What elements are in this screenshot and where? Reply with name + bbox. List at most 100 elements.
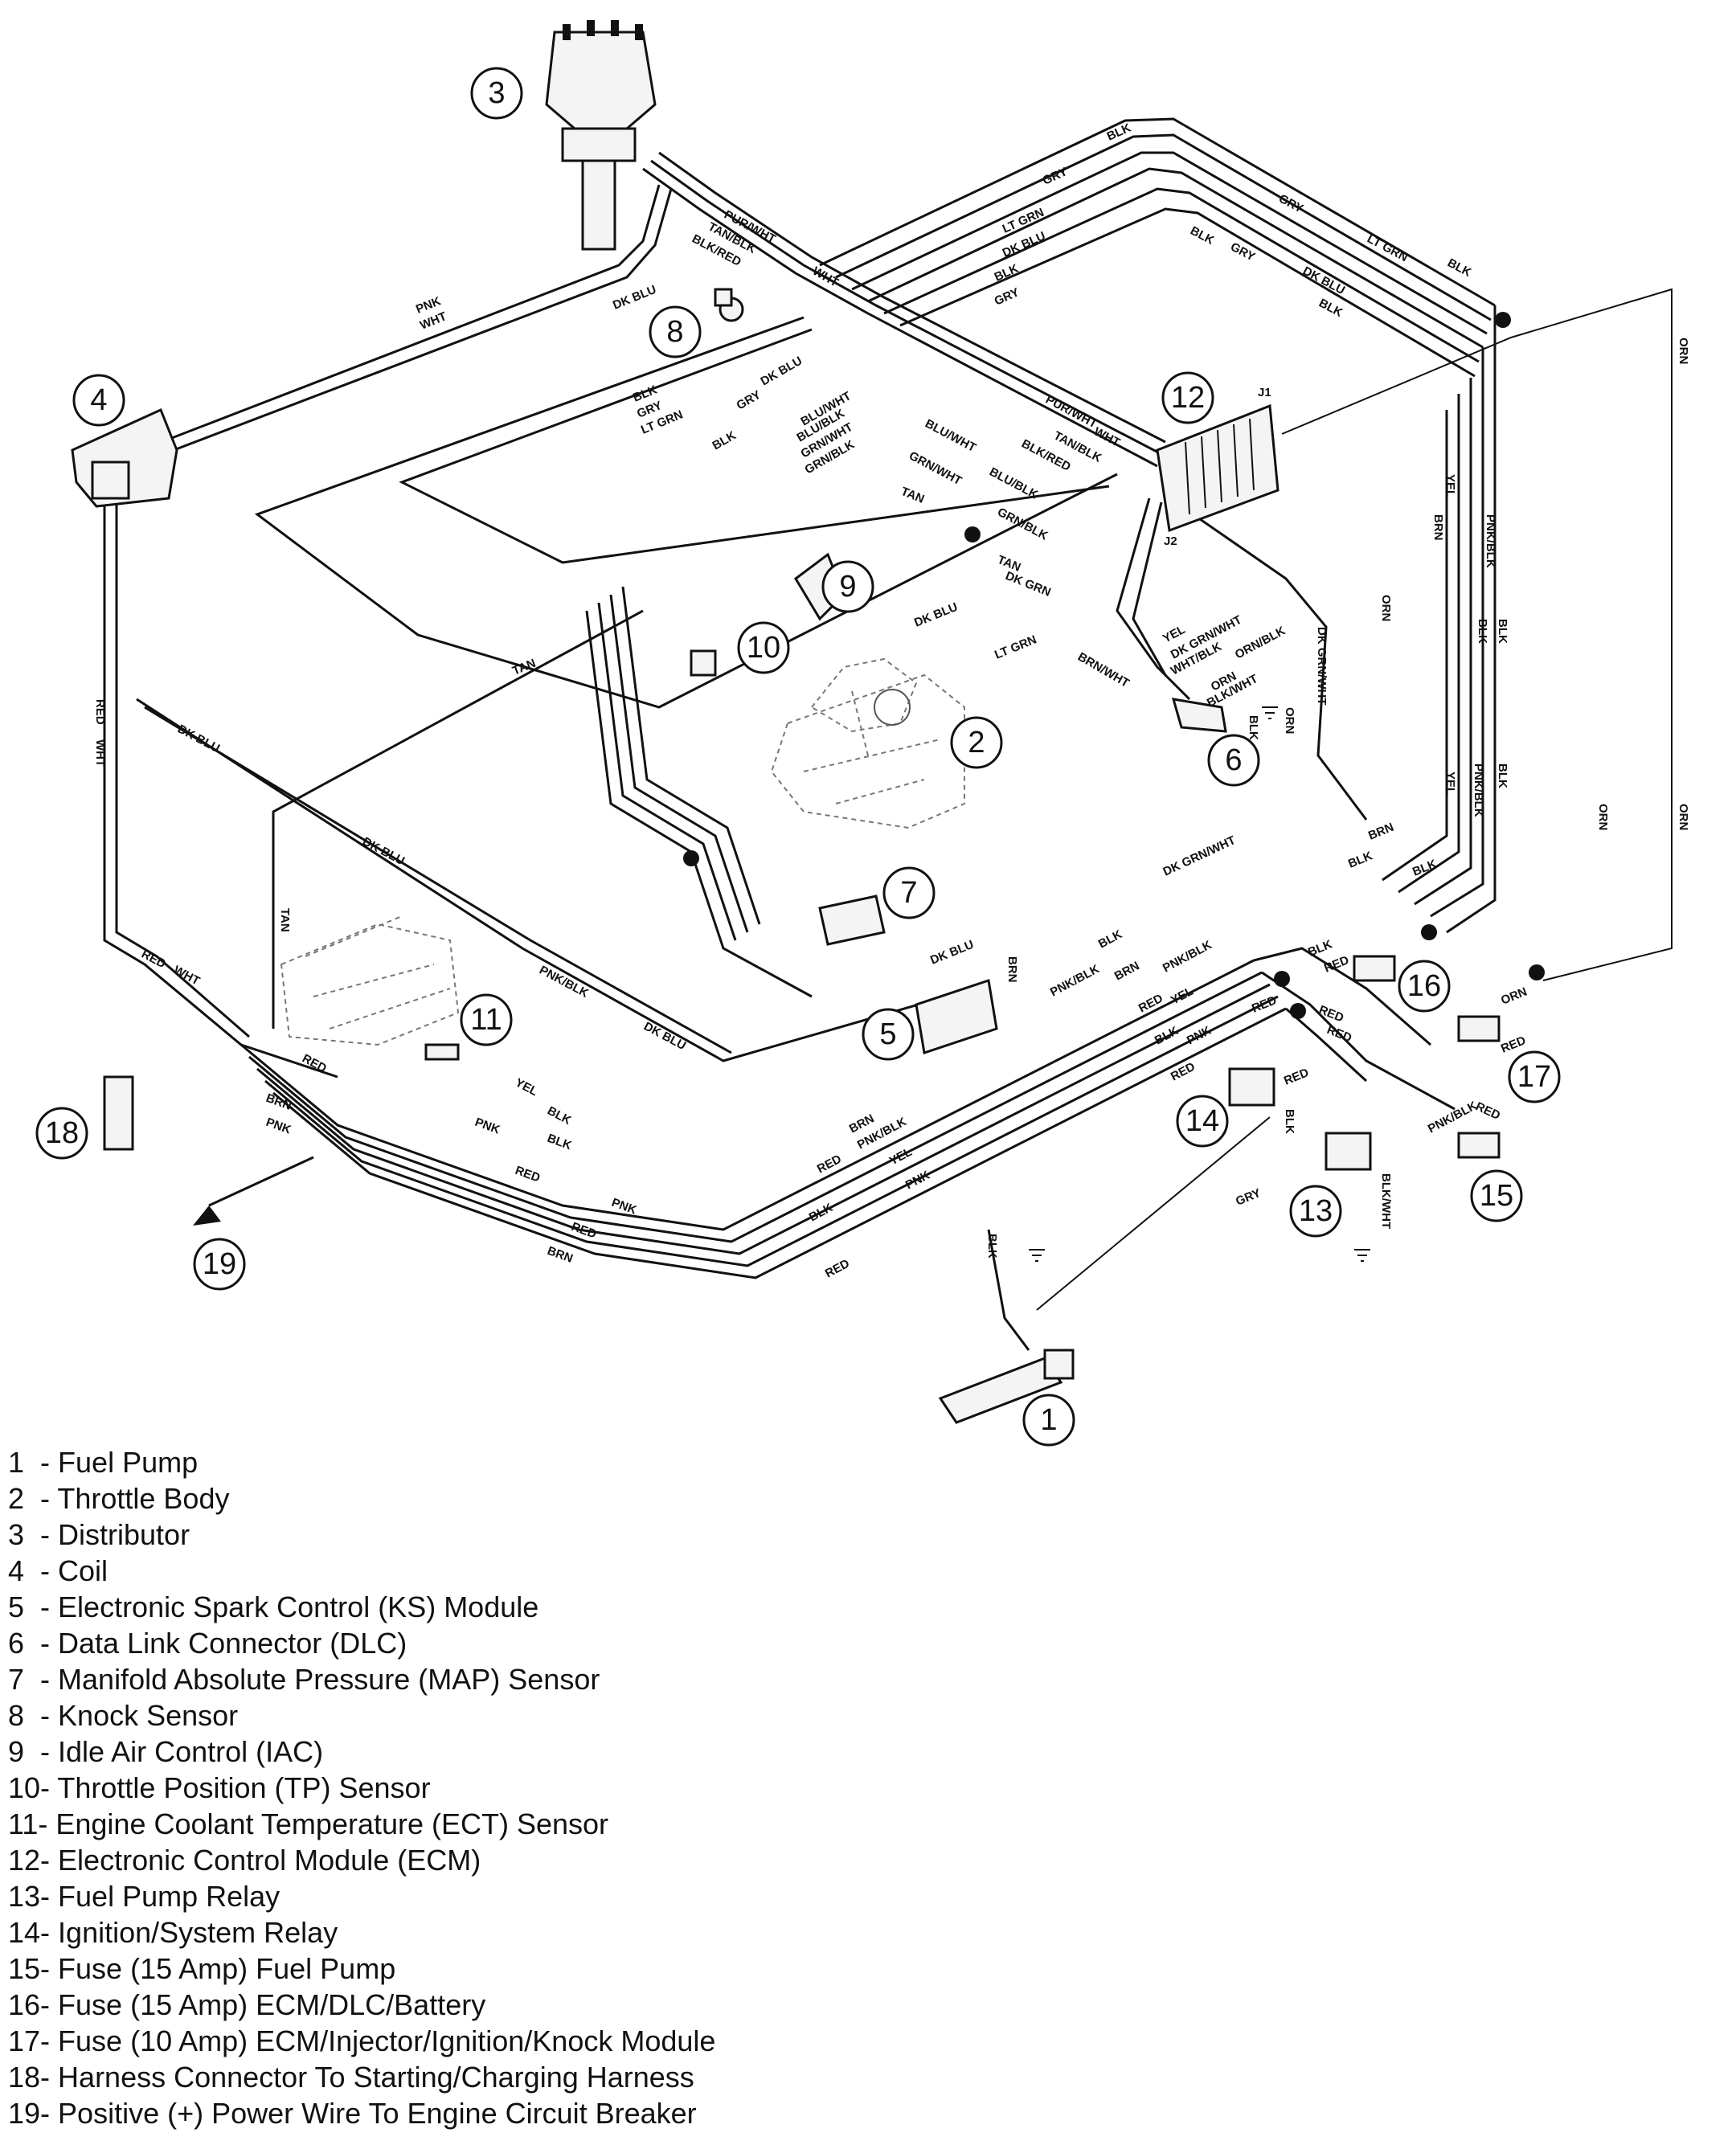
legend-item-8: 8 - Knock Sensor	[8, 1699, 239, 1732]
wire-label-red-14: RED	[1282, 1066, 1311, 1088]
callout-2: 2	[950, 716, 1003, 769]
wire-label-blk-16: BLK	[1283, 1109, 1296, 1134]
wire-label-red-15: RED	[1473, 1099, 1502, 1123]
wire-label-red-16: RED	[1499, 1034, 1528, 1056]
wire-label-dk-grn: DK GRN	[1004, 569, 1053, 600]
wire-label-gry: GRY	[1041, 165, 1070, 188]
svg-text:10: 10	[747, 631, 780, 665]
wire-label-grn-wht-2: GRN/WHT	[907, 449, 964, 489]
callout-8: 8	[649, 305, 702, 358]
legend-item-7: 7 - Manifold Absolute Pressure (MAP) Sen…	[8, 1663, 600, 1696]
svg-text:4: 4	[90, 383, 107, 417]
callout-3: 3	[470, 67, 523, 120]
callout-18: 18	[35, 1107, 88, 1160]
svg-text:14: 14	[1185, 1104, 1219, 1138]
callout-5: 5	[862, 1008, 915, 1061]
legend-item-1: 1 - Fuel Pump	[8, 1446, 199, 1479]
wire-label-orn-5: ORN	[1596, 804, 1610, 830]
wire-label-blk-21: BLK	[1247, 715, 1260, 740]
wire-label-red-11: RED	[1250, 993, 1279, 1016]
wire-label-lt-grn-4: LT GRN	[993, 632, 1038, 661]
wire-label-blk-2: BLK	[993, 262, 1021, 284]
wire-label-blk-3: BLK	[1445, 256, 1473, 280]
svg-text:7: 7	[900, 876, 917, 910]
legend-item-4: 4 - Coil	[8, 1554, 108, 1587]
wire-label-blk-10: BLK	[807, 1201, 835, 1225]
callout-19: 19	[193, 1238, 246, 1291]
tp-sensor-icon	[690, 649, 717, 677]
wire-label-dk-grn-wht: DK GRN/WHT	[1161, 833, 1239, 879]
legend-item-6: 6 - Data Link Connector (DLC)	[8, 1627, 407, 1660]
wire-label-orn: ORN	[1499, 984, 1529, 1007]
legend-item-2: 2 - Throttle Body	[8, 1482, 230, 1515]
wire-label-red-6: RED	[815, 1152, 844, 1177]
ks-module-icon	[915, 979, 998, 1054]
wire-label-blk-4: BLK	[1188, 224, 1216, 248]
wire-label-wht-3: WHT	[1091, 425, 1122, 450]
svg-text:2: 2	[968, 726, 985, 759]
legend-item-3: 3 - Distributor	[8, 1518, 190, 1551]
wire-label-orn-3: ORN	[1283, 707, 1296, 734]
wire-label-dk-blu-7: DK BLU	[360, 835, 407, 869]
fuse-10-icon	[1457, 1015, 1501, 1042]
wire-label-red-10: RED	[1322, 953, 1351, 976]
dlc-icon	[1171, 698, 1227, 733]
wire-label-dk-grn-wht-3: DK GRN/WHT	[1315, 627, 1329, 706]
wire-label-blk-5: BLK	[1316, 297, 1345, 321]
wire-label-red-2: RED	[139, 948, 168, 972]
wire-label-blk-9: BLK	[545, 1104, 573, 1128]
wire-label-gry-7: GRY	[1234, 1186, 1263, 1209]
wire-label-blk-11: BLK	[1096, 927, 1124, 952]
wire-label-blk-12: BLK	[1153, 1024, 1181, 1048]
fuel-pump-icon	[938, 1349, 1075, 1424]
wire-label-red-12: RED	[1317, 1003, 1346, 1025]
wire-label-pur-wht-2: PUR/WHT	[1043, 393, 1099, 432]
coil-icon	[71, 407, 178, 508]
wire-label-blk-13: BLK	[1346, 849, 1374, 870]
svg-text:11: 11	[470, 1003, 502, 1037]
wire-label-orn-blk: ORN/BLK	[1233, 624, 1288, 661]
wire-label-orn-6: ORN	[1677, 338, 1690, 364]
wire-label-dk-blu-4: DK BLU	[759, 354, 805, 388]
callout-14: 14	[1176, 1095, 1229, 1148]
wire-label-red-4: RED	[514, 1164, 542, 1185]
svg-text:17: 17	[1517, 1060, 1551, 1094]
legend-item-16: 16- Fuse (15 Amp) ECM/DLC/Battery	[8, 1988, 486, 2021]
wire-label-blk-17: BLK	[985, 1234, 999, 1259]
legend-item-10: 10- Throttle Position (TP) Sensor	[8, 1771, 431, 1804]
fuel-pump-relay-icon	[1325, 1132, 1372, 1171]
ecm-j1-label: J1	[1258, 386, 1271, 399]
callout-16: 16	[1398, 960, 1451, 1013]
wire-label-blk-8: BLK	[546, 1132, 574, 1153]
wire-bundles	[103, 117, 1673, 1351]
fuse-15-ecm-icon	[1353, 955, 1396, 982]
legend-item-14: 14- Ignition/System Relay	[8, 1916, 338, 1949]
legend-item-13: 13- Fuel Pump Relay	[8, 1880, 280, 1913]
wire-label-blk-20: BLK	[1496, 763, 1509, 788]
callout-10: 10	[737, 621, 790, 674]
throttle-body-outline	[770, 657, 965, 829]
legend-item-19: 19- Positive (+) Power Wire To Engine Ci…	[8, 2097, 697, 2130]
wire-label-brn-2: BRN	[546, 1244, 575, 1266]
callout-9: 9	[821, 560, 874, 613]
wire-label-brn-5: BRN	[1005, 956, 1019, 983]
wire-label-brn-7: BRN	[1431, 514, 1445, 541]
ground-symbols	[1029, 706, 1370, 1262]
wire-label-pnk-3: PNK	[473, 1115, 502, 1137]
svg-text:1: 1	[1040, 1403, 1057, 1437]
callout-17: 17	[1508, 1050, 1561, 1103]
wire-label-dk-blu-6: DK BLU	[175, 723, 222, 756]
knock-sensor-icon	[714, 288, 744, 322]
wire-label-blu-wht-2: BLU/WHT	[923, 417, 978, 455]
wire-label-blk-18: BLK	[1476, 619, 1489, 644]
engine-block-outline	[280, 915, 460, 1046]
wire-label-tan: TAN	[899, 485, 927, 506]
svg-text:5: 5	[879, 1017, 896, 1051]
svg-text:15: 15	[1480, 1179, 1513, 1213]
svg-text:18: 18	[45, 1116, 79, 1150]
svg-text:19: 19	[203, 1247, 236, 1281]
map-sensor-icon	[818, 894, 886, 946]
wire-label-blu-blk-2: BLU/BLK	[987, 465, 1040, 502]
wire-label-brn-wht: BRN/WHT	[1075, 650, 1132, 690]
wire-label-yel-5: YEL	[1443, 474, 1457, 497]
